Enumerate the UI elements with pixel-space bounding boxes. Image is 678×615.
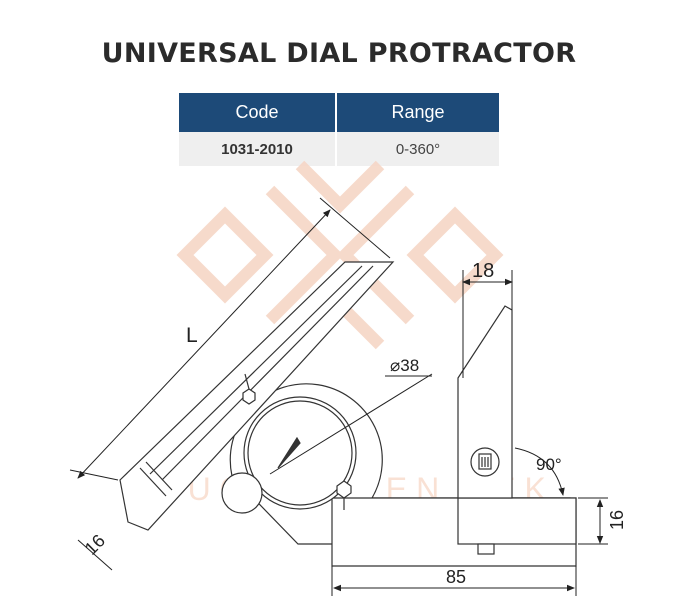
dim-length-line (77, 209, 331, 479)
label-blade-thickness: 16 (81, 531, 109, 559)
cell-range: 0-360° (336, 132, 499, 166)
spec-table: Code Range 1031-2010 0-360° (179, 93, 499, 166)
dim-38-leader (269, 373, 433, 475)
table-header-row: Code Range (179, 93, 499, 132)
screw-bottom (336, 480, 352, 499)
table-row: 1031-2010 0-360° (179, 132, 499, 166)
header-range: Range (336, 93, 499, 132)
header-code: Code (179, 93, 337, 132)
base-block (457, 497, 577, 545)
label-base-height: 16 (607, 510, 627, 530)
label-dial-diameter: ⌀38 (390, 356, 419, 375)
label-right-angle: 90° (536, 455, 562, 474)
dim-16-left-line (77, 539, 113, 571)
dim-90-arc (514, 447, 565, 496)
base-pin (477, 543, 495, 555)
page-title: UNIVERSAL DIAL PROTRACTOR (101, 38, 577, 69)
screw-top (242, 388, 256, 405)
label-base-length: 85 (446, 567, 466, 587)
lock-knob (221, 472, 263, 514)
label-length: L (186, 324, 198, 347)
label-blade-width: 18 (472, 260, 494, 282)
cell-code: 1031-2010 (179, 132, 337, 166)
square-blade (457, 305, 513, 499)
